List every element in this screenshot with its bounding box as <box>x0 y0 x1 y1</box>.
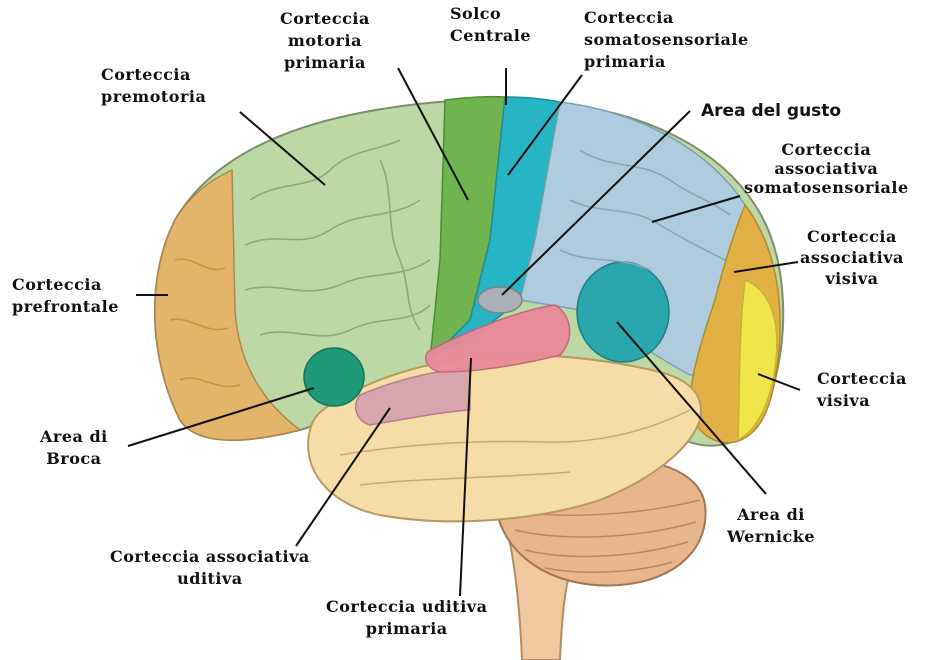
leader-wernicke <box>616 321 767 495</box>
temporal-folds <box>339 409 691 486</box>
region-prefrontal <box>154 168 302 441</box>
leader-premotoria <box>239 111 326 186</box>
label-associativa-somatosensoriale: Corteccia associativa somatosensoriale <box>744 140 909 197</box>
region-visual <box>737 278 778 442</box>
leader-assoc-uditiva <box>295 407 391 547</box>
label-prefrontale: Corteccia prefrontale <box>12 275 119 316</box>
leader-visiva <box>757 373 801 391</box>
region-taste <box>477 286 523 314</box>
leader-uditiva <box>459 357 472 597</box>
leader-gusto <box>501 110 691 296</box>
label-wernicke: Area di Wernicke <box>727 505 815 546</box>
label-visiva: Corteccia visiva <box>817 369 907 410</box>
label-area-gusto: Area del gusto <box>701 101 842 121</box>
leader-assoc-visiva <box>733 261 799 273</box>
label-solco-centrale: Solco Centrale <box>450 4 531 45</box>
leader-assoc-somato <box>651 195 741 223</box>
label-associativa-visiva: Corteccia associativa visiva <box>800 227 904 288</box>
label-associativa-uditiva: Corteccia associativa uditiva <box>110 547 310 588</box>
leader-broca <box>127 387 315 447</box>
cortex-folds <box>244 139 431 337</box>
prefrontal-folds <box>169 258 241 388</box>
label-motoria: Corteccia motoria primaria <box>280 9 370 72</box>
parietal-folds <box>559 149 731 271</box>
label-premotoria: Corteccia premotoria <box>101 65 207 106</box>
label-broca: Area di Broca <box>40 427 108 468</box>
region-auditory-assoc <box>354 367 471 426</box>
region-wernicke <box>576 261 670 363</box>
label-somatosensoriale: Corteccia somatosensoriale primaria <box>584 8 749 71</box>
region-broca <box>303 347 365 407</box>
label-uditiva-primaria: Corteccia uditiva primaria <box>326 597 488 638</box>
region-auditory-primary <box>424 304 571 373</box>
leader-somato <box>507 74 583 176</box>
leader-lines <box>127 67 801 597</box>
leader-motoria <box>397 67 469 201</box>
